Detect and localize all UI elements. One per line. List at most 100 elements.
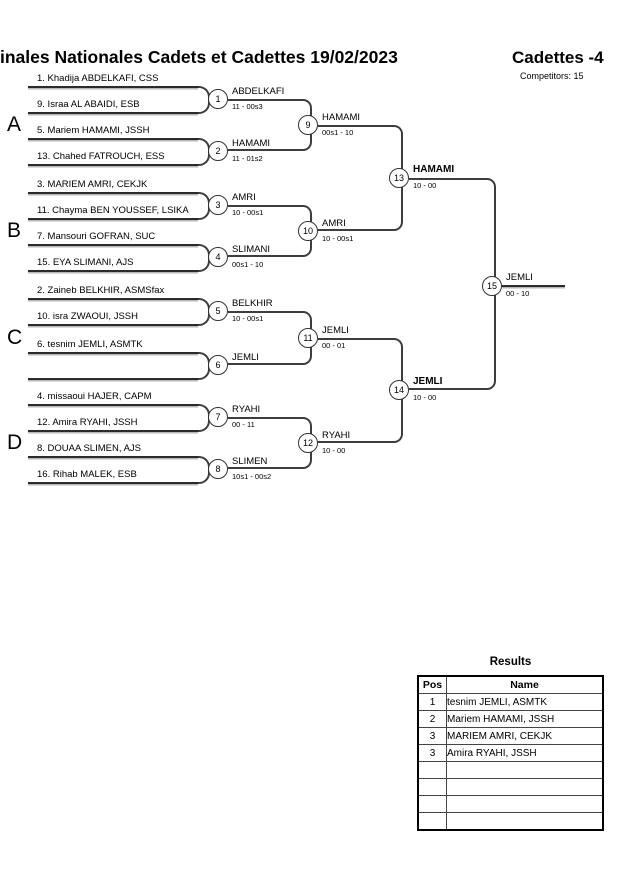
group-label-a: A	[7, 113, 22, 136]
seed-line	[28, 404, 198, 406]
competitors-count: Competitors: 15	[520, 71, 584, 81]
match-circle-4: 4	[208, 247, 228, 267]
connector-m6	[228, 338, 312, 365]
table-row: 3 MARIEM AMRI, CEKJK	[417, 727, 604, 745]
result-pos	[417, 778, 447, 796]
result-name	[446, 761, 604, 779]
connector-m2	[228, 125, 312, 151]
result-name: Mariem HAMAMI, JSSH	[446, 710, 604, 728]
match-number: 9	[305, 120, 311, 130]
table-row: 3 Amira RYAHI, JSSH	[417, 744, 604, 762]
table-row: 1 tesnim JEMLI, ASMTK	[417, 693, 604, 711]
winner-label-m13: HAMAMI	[413, 164, 455, 175]
connector-m5	[228, 311, 312, 338]
match-circle-8: 8	[208, 459, 228, 479]
winner-label-m11: JEMLI	[322, 325, 349, 336]
result-pos	[417, 795, 447, 813]
score-m5: 10 - 00s1	[232, 314, 264, 323]
match-circle-2: 2	[208, 141, 228, 161]
page-title: inales Nationales Cadets et Cadettes 19/…	[0, 47, 398, 67]
match-circle-10: 10	[298, 221, 318, 241]
winner-label-m5: BELKHIR	[232, 298, 273, 309]
seed-line	[28, 270, 198, 272]
winner-label-m1: ABDELKAFI	[232, 86, 285, 97]
connector-m10	[318, 178, 403, 231]
result-name	[446, 812, 604, 831]
result-pos	[417, 761, 447, 779]
seed-line	[28, 352, 198, 354]
match-circle-9: 9	[298, 115, 318, 135]
result-pos: 1	[417, 693, 447, 711]
player-seed-5: 5. Mariem HAMAMI, JSSH	[37, 125, 150, 136]
match-number: 13	[393, 173, 404, 183]
seed-line	[28, 378, 198, 380]
match-circle-1: 1	[208, 89, 228, 109]
results-header-row: Pos Name	[417, 675, 604, 694]
player-seed-9: 9. Israa AL ABAIDI, ESB	[37, 99, 140, 110]
match-number: 15	[486, 281, 497, 291]
winner-label-m6: JEMLI	[232, 352, 259, 363]
results-table: Pos Name 1 tesnim JEMLI, ASMTK 2 Mariem …	[417, 675, 604, 831]
winner-label-m2: HAMAMI	[232, 138, 270, 149]
match-circle-13: 13	[389, 168, 409, 188]
winner-label-m8: SLIMEN	[232, 456, 268, 467]
winner-label-m12: RYAHI	[322, 430, 351, 441]
score-m3: 10 - 00s1	[232, 208, 264, 217]
seed-line	[28, 244, 198, 246]
connector-m14	[409, 286, 496, 390]
match-number: 1	[215, 94, 221, 104]
group-label-b: B	[7, 219, 22, 242]
result-pos: 2	[417, 710, 447, 728]
seed-line	[28, 218, 198, 220]
match-number: 5	[215, 306, 221, 316]
connector-m9	[318, 125, 403, 178]
winner-label-m10: AMRI	[322, 218, 346, 229]
match-number: 12	[302, 438, 313, 448]
score-m15: 00 - 10	[506, 289, 530, 298]
player-seed-10: 10. isra ZWAOUI, JSSH	[37, 311, 138, 322]
category-title: Cadettes -4	[512, 48, 604, 67]
table-row	[417, 812, 604, 831]
seed-line	[28, 192, 198, 194]
winner-label-m4: SLIMANI	[232, 244, 271, 255]
player-seed-3: 3. MARIEM AMRI, CEKJK	[37, 179, 148, 190]
match-circle-12: 12	[298, 433, 318, 453]
result-pos: 3	[417, 727, 447, 745]
result-pos	[417, 812, 447, 831]
match-number: 10	[302, 226, 313, 236]
winner-label-m15: JEMLI	[506, 272, 533, 283]
connector-m4	[228, 231, 312, 257]
seed-line	[28, 482, 198, 484]
match-number: 7	[215, 412, 221, 422]
connector-m8	[228, 443, 312, 469]
seed-line	[28, 164, 198, 166]
match-number: 4	[215, 252, 221, 262]
match-number: 11	[303, 333, 313, 343]
match-circle-6: 6	[208, 355, 228, 375]
seed-line	[28, 138, 198, 140]
table-row	[417, 761, 604, 779]
player-seed-11: 11. Chayma BEN YOUSSEF, LSIKA	[37, 205, 189, 216]
match-circle-5: 5	[208, 301, 228, 321]
match-number: 2	[215, 146, 221, 156]
final-winner-line	[502, 285, 565, 287]
group-label-c: C	[7, 326, 23, 349]
score-m2: 11 - 01s2	[232, 154, 263, 163]
player-seed-6: 6. tesnim JEMLI, ASMTK	[37, 339, 143, 350]
seed-line	[28, 430, 198, 432]
result-pos: 3	[417, 744, 447, 762]
group-label-d: D	[7, 431, 23, 454]
connector-m3	[228, 205, 312, 231]
score-m7: 00 - 11	[232, 420, 255, 429]
connector-m1	[228, 99, 312, 125]
winner-label-m9: HAMAMI	[322, 112, 360, 123]
score-m13: 10 - 00	[413, 181, 437, 190]
result-name: tesnim JEMLI, ASMTK	[446, 693, 604, 711]
score-m9: 00s1 - 10	[322, 128, 354, 137]
player-seed-13: 13. Chahed FATROUCH, ESS	[37, 151, 165, 162]
result-name	[446, 795, 604, 813]
player-seed-12: 12. Amira RYAHI, JSSH	[37, 417, 138, 428]
seed-line	[28, 112, 198, 114]
match-number: 6	[215, 360, 221, 370]
